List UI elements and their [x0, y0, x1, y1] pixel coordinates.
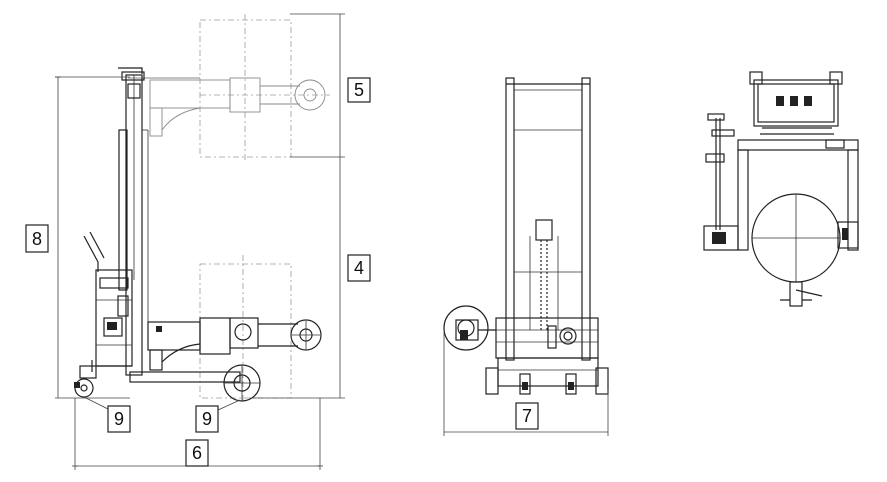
callout-9-rear: 9: [107, 405, 131, 433]
base-frame: [129, 371, 241, 383]
control-panel: [753, 79, 839, 127]
front-wheel: [223, 364, 261, 402]
callout-4-label: 4: [354, 258, 364, 278]
callout-9-rear-label: 9: [114, 409, 124, 429]
callout-6-label: 6: [192, 443, 202, 463]
callout-9-front-label: 9: [202, 409, 212, 429]
callout-7-label: 7: [522, 406, 532, 426]
callout-5: 5: [347, 77, 371, 103]
lower-head: [147, 255, 322, 400]
callout-9-front: 9: [195, 405, 219, 433]
front-view: [443, 77, 609, 436]
side-view: [55, 13, 345, 470]
top-view: [703, 71, 859, 307]
raised-head-ghost: [128, 14, 330, 160]
chain-sprocket: [535, 219, 553, 241]
callout-7: 7: [515, 402, 539, 430]
callout-4: 4: [347, 254, 371, 282]
callout-6: 6: [185, 439, 209, 467]
rear-castor: [74, 365, 97, 398]
callout-8: 8: [25, 224, 49, 253]
callout-5-label: 5: [354, 80, 364, 100]
callout-8-label: 8: [32, 229, 42, 249]
push-handle: [83, 235, 99, 272]
